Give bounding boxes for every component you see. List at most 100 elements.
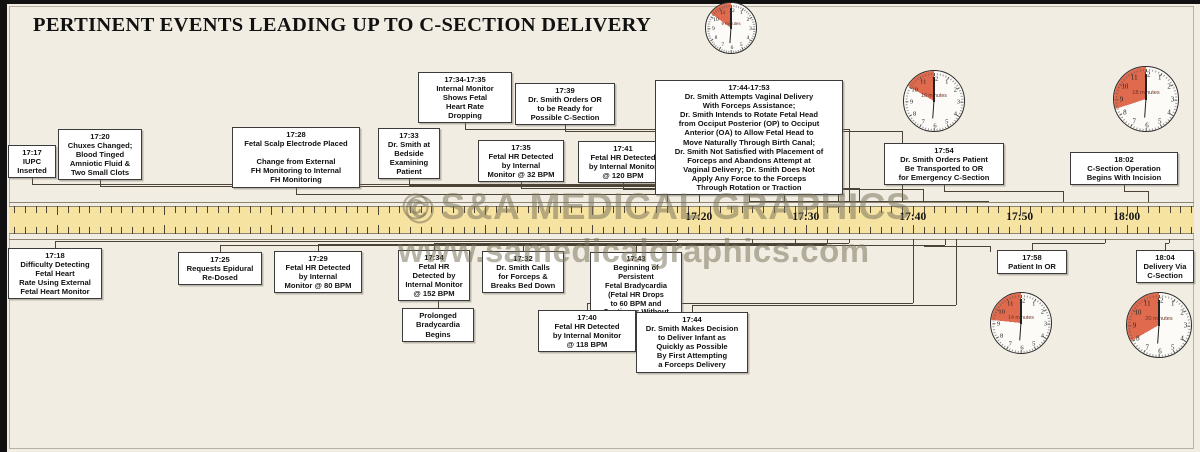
event-text-line: Dr. Smith Makes Decision: [645, 324, 739, 334]
leader-line: [1124, 185, 1125, 191]
event-text-line: Two Small Clots: [70, 168, 130, 178]
event-text-line: Rate Using External: [19, 278, 91, 288]
event-text-line: to be Ready for: [537, 104, 593, 114]
leader-line: [923, 189, 924, 202]
event-text-line: Dr. Smith Not Satisfied with Placement o…: [674, 146, 824, 156]
leader-line: [956, 239, 957, 305]
axis-label: 17:50: [1006, 211, 1034, 223]
event-text-line: Delivery Via: [1143, 262, 1187, 272]
event-text-line: Persistent: [618, 271, 654, 281]
event-text-line: Fetal HR Detected: [554, 322, 620, 332]
event-text-line: by Internal: [298, 272, 338, 282]
leader-line: [523, 244, 827, 245]
leader-line: [32, 178, 33, 184]
event-text-line: Inserted: [17, 166, 47, 176]
event-text-line: Vaginal Delivery; Dr. Smith Does Not: [683, 164, 815, 174]
event-time: 17:44: [682, 315, 702, 324]
event-time: 18:04: [1155, 253, 1175, 262]
event-text-line: Begins With Incision: [1086, 173, 1162, 183]
leader-line: [521, 182, 522, 188]
clock-hub: [730, 27, 732, 29]
leader-line: [752, 239, 753, 245]
event-text-line: Monitor @ 32 BPM: [487, 170, 555, 180]
event-time: 17:41: [613, 144, 633, 153]
leader-line: [55, 241, 677, 242]
minute-hand: [1020, 299, 1022, 324]
axis-label: 17:30: [792, 211, 820, 223]
event-text-line: Re-Dosed: [202, 273, 238, 283]
page-title: PERTINENT EVENTS LEADING UP TO C-SECTION…: [33, 14, 652, 36]
event-text-line: Bedside: [394, 149, 424, 159]
event-text-line: @ 118 BPM: [566, 340, 608, 350]
leader-line: [1165, 243, 1169, 244]
leader-line: [1032, 243, 1033, 250]
annotation-line: Prolonged: [419, 311, 457, 320]
event-text-line: @ 120 BPM: [602, 171, 644, 181]
event-text-line: Amniotic Fluid &: [69, 159, 131, 169]
annotation-line: Bradycardia: [416, 320, 460, 330]
event-text-line: By First Attempting: [656, 351, 728, 361]
minute-hand: [1145, 73, 1147, 100]
event-time: 17:32: [513, 254, 533, 263]
event-text-line: Breaks Bed Down: [490, 281, 556, 291]
event-time: 17:40: [577, 313, 597, 322]
leader-line: [913, 239, 914, 303]
leader-line: [1124, 191, 1148, 192]
leader-line: [409, 179, 410, 185]
event-text-line: Patient: [396, 167, 422, 177]
leader-line: [849, 129, 850, 202]
event-text-line: (Fetal HR Drops: [608, 289, 664, 299]
event-text-line: Chuxes Changed;: [67, 141, 133, 151]
axis-upper-rule: [9, 202, 1194, 203]
event-text-line: Continues Without: [594, 308, 678, 317]
leader-line: [1165, 243, 1166, 250]
event-time: 17:25: [210, 255, 230, 264]
leader-line: [220, 245, 752, 246]
leader-line: [692, 305, 956, 306]
event-text-line: for Emergency C-Section: [898, 173, 990, 183]
leader-line: [220, 245, 221, 252]
axis-lower-rule: [9, 239, 1194, 240]
event-text-line: FH Monitoring to Internal: [250, 166, 342, 176]
event-text-line: @ 152 BPM: [413, 289, 455, 299]
leader-line: [1063, 191, 1064, 202]
event-text-line: Dr. Smith Attempts Vaginal Delivery: [684, 92, 814, 102]
event-text-line: Fetal Scalp Electrode Placed: [244, 139, 348, 149]
event-text-line: Heart Rate: [446, 102, 484, 112]
event-text-line: Detected by: [412, 271, 456, 281]
frame-top-border: [0, 0, 1200, 4]
event-text-line: Be Transported to OR: [904, 164, 984, 174]
event-text-line: Dr. Smith Calls: [496, 263, 550, 273]
minute-hand: [730, 8, 732, 29]
event-time: 17:28: [286, 130, 306, 139]
leader-line: [944, 191, 1063, 192]
clock-hub: [933, 100, 935, 102]
event-text-line: Requests Epidural: [186, 264, 254, 274]
leader-line: [784, 194, 785, 202]
leader-line: [692, 305, 693, 312]
